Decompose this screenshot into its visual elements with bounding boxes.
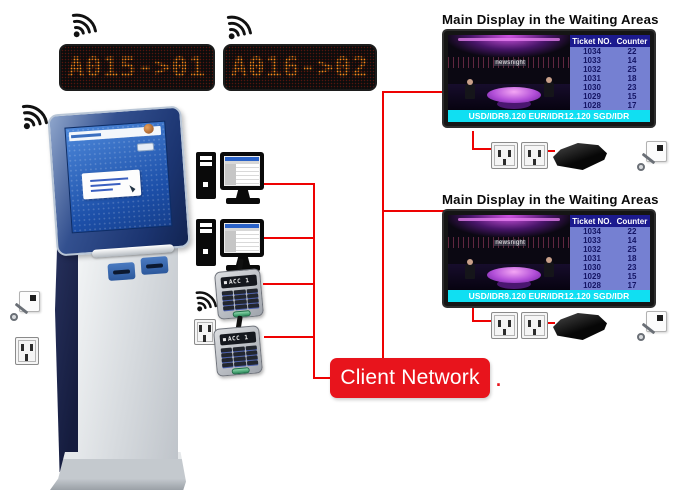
newsnight-logo: newsnight [494,240,527,246]
counter-computer-1 [196,150,266,205]
connection-line [545,150,555,152]
connection-line [264,237,315,239]
header-counter: Counter [616,36,648,46]
calling-keypad-1: ACC 1 [213,258,265,320]
connection-trunk-right [382,91,384,361]
connection-line [382,91,447,93]
newsnight-logo: newsnight [494,60,527,66]
led-token-display-1: A015->01 [59,44,215,91]
waiting-area-display-2: Main Display in the Waiting Areas newsni… [442,192,688,308]
media-player-box [553,143,607,170]
currency-ticker: USD/IDR9.120 EUR/IDR12.120 SGD/IDR [448,290,650,302]
tv-title: Main Display in the Waiting Areas [442,12,659,27]
cursor-icon [129,183,137,193]
power-outlet-icon [491,142,518,169]
power-outlet-icon [15,337,39,365]
led-token-display-2: A016->02 [223,44,377,91]
led-dot-matrix-overlay [225,46,375,89]
connection-line [472,303,474,322]
wifi-signal-icon [194,289,217,312]
connection-trunk-left [313,183,315,379]
currency-ticker: USD/IDR9.120 EUR/IDR12.120 SGD/IDR [448,110,650,122]
kiosk-ui-dialog [81,169,142,200]
wifi-signal-icon [70,11,97,38]
keypad-lcd: ACC 1 [219,331,257,346]
keypad-lcd: ACC 1 [220,274,258,289]
media-player-box [553,313,607,340]
ticket-slot-2[interactable] [140,256,169,275]
presenter-silhouette [544,257,555,277]
client-network-label: Client Network [340,366,480,389]
connection-line [382,210,445,212]
key-icon [10,291,40,323]
power-outlet-icon [521,312,548,339]
keypad-buttons[interactable] [220,345,259,368]
wifi-signal-icon [225,13,252,40]
connection-line [313,377,333,379]
tv-title: Main Display in the Waiting Areas [442,192,659,207]
presenter-silhouette [544,77,555,97]
keypad-lcd-text: ACC 1 [227,334,249,343]
keypad-buttons[interactable] [221,288,260,311]
power-outlet-icon [491,312,518,339]
connection-line [472,148,492,150]
news-studio-scene: newsnight [448,215,570,290]
presenter-silhouette [465,259,476,279]
calling-keypad-2: ACC 1 [212,315,264,377]
counter-computer-2 [196,217,266,272]
presenter-silhouette [465,79,476,99]
kiosk-ui-button[interactable] [136,142,155,152]
header-counter: Counter [616,216,648,226]
trailing-period: . [496,370,502,390]
power-outlet-icon [521,142,548,169]
keypad-lcd-text: ACC 1 [228,277,250,286]
kiosk-touchscreen[interactable] [64,120,173,234]
waiting-area-display-1: Main Display in the Waiting Areas newsni… [442,12,688,128]
connection-line [263,283,315,285]
header-ticket: Ticket NO. [572,216,612,226]
connection-line [472,320,492,322]
connection-line [264,336,315,338]
ticket-slot-1[interactable] [107,262,136,281]
wifi-signal-icon [20,102,48,130]
client-network-node: Client Network [330,358,490,398]
news-studio-scene: newsnight [448,35,570,110]
connection-line [545,322,555,324]
queue-table-header: Ticket NO. Counter [570,35,650,47]
key-icon [637,141,667,173]
keypad-call-button[interactable] [231,367,250,375]
queue-table-header: Ticket NO. Counter [570,215,650,227]
led-dot-matrix-overlay [61,46,213,89]
header-ticket: Ticket NO. [572,36,612,46]
connection-line [264,183,315,185]
connection-line [472,131,474,150]
key-icon [637,311,667,343]
